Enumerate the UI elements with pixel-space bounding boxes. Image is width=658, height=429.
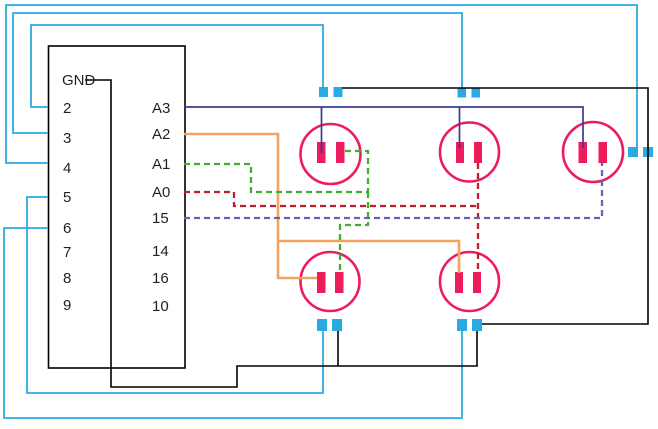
chip-label-pin5: 5 xyxy=(63,189,71,206)
terminal-top-2-left xyxy=(457,88,466,98)
chip-label-a2: A2 xyxy=(152,126,170,143)
chip-label-pin14: 14 xyxy=(152,243,169,260)
wire-pin4-top-button-3 xyxy=(5,4,638,164)
pushbutton-bottom-1-body xyxy=(299,250,361,313)
wire-gnd-main xyxy=(85,79,478,388)
pushbutton-top-3-left-pin xyxy=(578,142,587,163)
chip-label-pin2: 2 xyxy=(63,100,71,117)
chip-label-pin3: 3 xyxy=(63,130,71,147)
terminal-top-2-right xyxy=(471,88,480,98)
chip-label-pin16: 16 xyxy=(152,270,169,287)
a3-net xyxy=(184,106,584,153)
pushbutton-top-2-right-pin xyxy=(474,142,482,163)
wire-a3-main xyxy=(184,106,584,148)
wire-pin15-top-button-3 xyxy=(184,163,604,220)
pushbutton-bottom-2-right-pin xyxy=(473,272,481,293)
pushbutton-top-2-left-pin xyxy=(456,142,464,163)
wire-pin3-top-button-2 xyxy=(12,12,463,134)
wire-a2-branch-bottom-2 xyxy=(278,239,461,273)
chip-label-pin15: 15 xyxy=(152,210,169,227)
pushbutton-bottom-1-right-pin xyxy=(335,272,344,293)
chip xyxy=(47,45,186,369)
terminal-top-1-left xyxy=(319,87,328,97)
wire-a2-main xyxy=(184,132,317,280)
chip-label-gnd: GND xyxy=(62,72,96,89)
pushbutton-bottom-1-left-pin xyxy=(317,272,326,293)
chip-label-pin10: 10 xyxy=(152,298,169,315)
chip-label-a1: A1 xyxy=(152,156,170,173)
wire-a0-main xyxy=(184,190,478,208)
terminal-top-3-left xyxy=(628,147,638,157)
wire-pin2-top-button-1 xyxy=(30,24,324,108)
pushbutton-top-1-body xyxy=(299,122,362,186)
chip-label-pin7: 7 xyxy=(63,244,71,261)
chip-label-pin9: 9 xyxy=(63,297,71,314)
chip-outline xyxy=(47,45,186,369)
pushbutton-top-1-right-pin xyxy=(336,142,345,163)
pushbutton-bottom-2-body xyxy=(438,250,501,313)
pushbutton-pins xyxy=(317,142,607,293)
wire-a1-bottom-branch xyxy=(338,192,370,273)
chip-label-pin4: 4 xyxy=(63,160,71,177)
terminal-bottom-1-left xyxy=(317,319,327,331)
wire-a1-top-branch xyxy=(184,149,370,194)
chip-label-pin8: 8 xyxy=(63,270,71,287)
terminal-top-1-right xyxy=(333,87,343,97)
chip-label-a3: A3 xyxy=(152,100,170,117)
terminal-bottom-2-left xyxy=(457,319,467,331)
pushbutton-bottom-2-left-pin xyxy=(455,272,463,293)
wire-pin6-bottom-button-2 xyxy=(3,227,463,419)
terminal-bottom-2-right xyxy=(472,319,482,331)
terminal-bottom-1-right xyxy=(332,319,342,331)
pushbutton-top-3-right-pin xyxy=(598,142,607,163)
chip-label-pin6: 6 xyxy=(63,220,71,237)
wire-gnd-top-loop xyxy=(342,87,649,325)
pushbutton-bodies xyxy=(299,120,625,313)
chip-label-a0: A0 xyxy=(152,184,170,201)
wire-pin5-bottom-button-1 xyxy=(26,196,324,394)
chip-labels: GND 2 3 4 5 6 7 8 9 A3 A2 A1 A0 15 14 16… xyxy=(62,72,170,315)
pushbutton-top-2-body xyxy=(438,121,501,183)
pin15-net xyxy=(184,163,604,220)
a1-net xyxy=(184,149,370,273)
cyan-wires xyxy=(3,4,638,419)
ground-net xyxy=(85,79,649,388)
pushbutton-top-3-body xyxy=(561,120,625,184)
a2-net xyxy=(184,132,461,280)
